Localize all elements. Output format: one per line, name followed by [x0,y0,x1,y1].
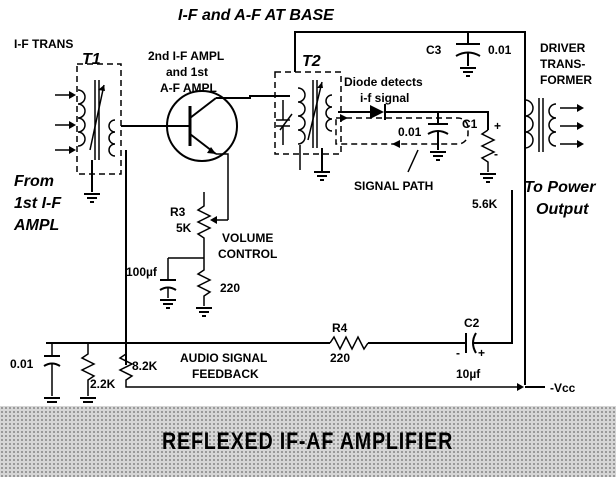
resistor-r4 [329,335,369,351]
driver-label-1: DRIVER [540,41,586,55]
to-power-label-2: Output [536,201,589,218]
volume-label-2: CONTROL [218,247,277,261]
c3-label: C3 [426,43,442,57]
resistor-5-6k [479,129,497,183]
r3-value: 5K [176,221,192,235]
feedback-label-2: FEEDBACK [192,367,259,381]
cap-001-left-label: 0.01 [10,357,34,371]
volume-potentiometer-r3 [196,192,229,258]
transformer-t1 [55,63,122,203]
r-load-value: 5.6K [472,197,498,211]
plus-sign: + [494,119,501,133]
t1-label: T1 [82,51,101,68]
c3-value: 0.01 [488,43,512,57]
circuit-schematic: I-F and A-F AT BASE I-F TRANS T1 From 1s… [10,7,596,405]
c2-plus: + [478,346,485,360]
r-8-2k-label: 8.2K [132,359,158,373]
resistor-2-2k [79,343,97,405]
amp-label-3: A-F AMPL [160,81,217,95]
minus-sign: - [494,147,498,161]
amp-label-1: 2nd I-F AMPL [148,49,224,63]
r-2-2k-label: 2.2K [90,377,116,391]
feedback-label-1: AUDIO SIGNAL [180,351,267,365]
c2-minus: - [456,346,460,360]
signal-path-label: SIGNAL PATH [354,179,433,193]
capacitor-0-01-left [43,343,61,405]
resistor-8-2k [118,343,524,391]
from-label-3: AMPL [13,217,59,234]
driver-label-2: TRANS- [540,57,585,71]
caption-band: REFLEXED IF-AF AMPLIFIER [0,406,616,477]
diode-label-2: i-f signal [360,91,409,105]
to-power-label-1: To Power [524,179,596,196]
t2-label: T2 [302,53,321,70]
capacitor-100uf [159,258,177,309]
capacitor-c2 [465,332,477,354]
capacitor-c3 [455,32,481,77]
c1-value: 0.01 [398,125,422,139]
c1-label: C1 [462,117,478,131]
r4-label: R4 [332,321,348,335]
r4-value: 220 [330,351,350,365]
signal-path-loop [335,114,469,148]
resistor-220-emitter [195,258,213,317]
vcc-label: -Vcc [550,381,576,395]
c2-value: 10µf [456,367,481,381]
r-220-emitter-label: 220 [220,281,240,295]
from-label-1: From [14,173,54,190]
c2-label: C2 [464,316,480,330]
driver-label-3: FORMER [540,73,592,87]
diode-label-1: Diode detects [344,75,423,89]
volume-label-1: VOLUME [222,231,273,245]
diagram-header: I-F and A-F AT BASE [178,7,335,24]
transformer-t2 [274,71,342,181]
capacitor-c1 [427,112,449,161]
r3-label: R3 [170,205,186,219]
diagram-caption: REFLEXED IF-AF AMPLIFIER [162,427,454,455]
cap-100-label: 100µf [126,265,158,279]
if-trans-label: I-F TRANS [14,37,73,51]
from-label-2: 1st I-F [14,195,62,212]
transistor-symbol [152,90,238,162]
driver-transformer [524,98,584,152]
amp-label-2: and 1st [166,65,208,79]
